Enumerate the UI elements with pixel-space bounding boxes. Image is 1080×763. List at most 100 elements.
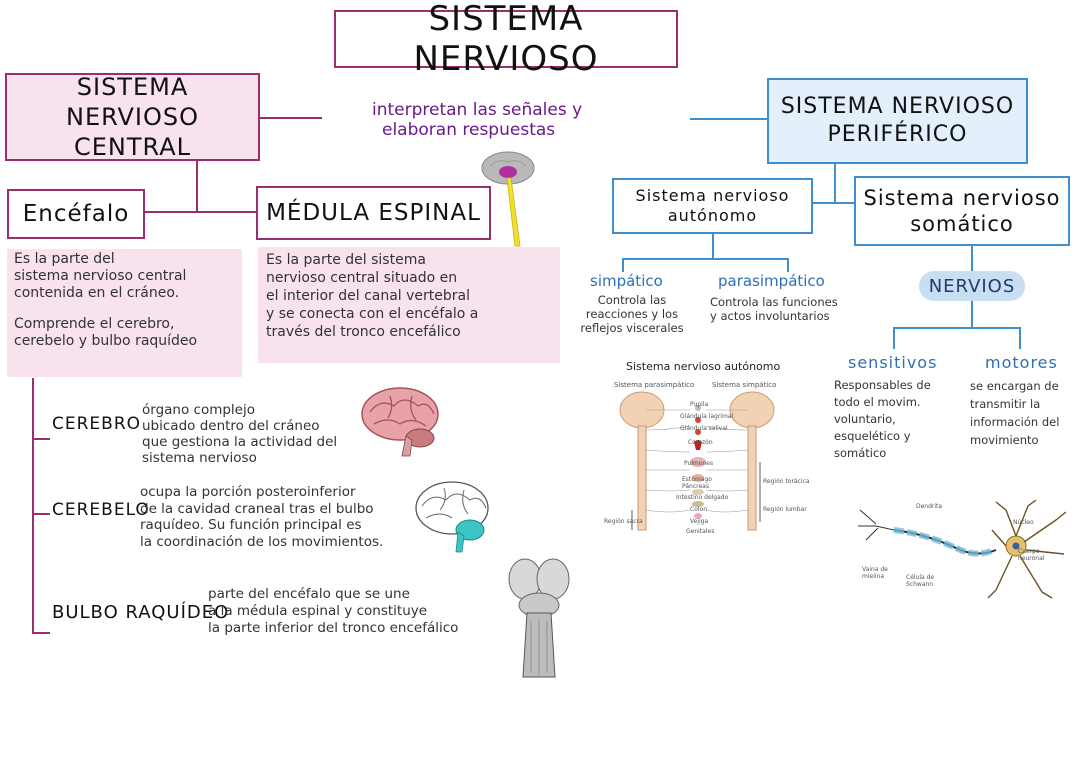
organ-label: Pulmones [684, 460, 714, 467]
peripheral-title-line2: PERIFÉRICO [827, 122, 968, 147]
line-som-down [971, 246, 973, 271]
simpatico-desc-line: Controla las [597, 293, 667, 307]
line-aut-right [787, 258, 789, 272]
bulbo-label: BULBO RAQUÍDEO [52, 602, 230, 623]
cerebro-desc: órgano complejo ubicado dentro del cráne… [142, 402, 337, 466]
parasimpatico-desc: Controla las funciones y actos involunta… [710, 295, 838, 323]
neuron-vaina-label: Vaina de mielina [862, 566, 888, 580]
somatico-label-line1: Sistema nervioso [863, 186, 1061, 210]
medula-desc-line: el interior del canal vertebral [266, 288, 471, 304]
line-nervios-branch [893, 327, 1021, 329]
encefalo-desc-line: contenida en el cráneo. [14, 285, 180, 301]
organ-label: Pupila [690, 401, 709, 408]
medula-desc-line: Es la parte del sistema [266, 252, 426, 268]
bulbo-desc-line: a la médula espinal y constituye [208, 603, 428, 619]
line-nervios-left [893, 327, 895, 349]
parasimpatico-desc-line: Controla las funciones [710, 295, 838, 309]
cerebelo-desc-line: de la cavidad craneal tras el bulbo [140, 500, 374, 517]
line-peripheral-down [834, 164, 836, 202]
autonomo-box: Sistema nervioso autónomo [612, 178, 813, 234]
organ-label: Genitales [686, 528, 715, 535]
organ-label: Glándula lagrimal [680, 413, 734, 420]
sensitivos-desc-line: Responsables de [834, 378, 931, 392]
nervios-pill: NERVIOS [919, 271, 1025, 301]
cerebro-desc-line: que gestiona la actividad del [142, 434, 338, 450]
autonomic-diagram [619, 391, 775, 531]
line-to-cerebelo [32, 513, 50, 515]
central-nervous-system-box: SISTEMA NERVIOSO CENTRAL [5, 73, 260, 161]
organ-label: Intestino delgado [676, 494, 729, 501]
medula-desc-line: y se conecta con el encéfalo a [266, 306, 479, 322]
organ-label: Glándula salival [680, 425, 728, 432]
encefalo-desc2-line: Comprende el cerebro, [14, 316, 175, 332]
line-aut-left [622, 258, 624, 272]
line-to-bulbo [32, 632, 50, 634]
organ-label: Estómago Páncreas [682, 476, 712, 490]
medula-desc-line: través del tronco encefálico [266, 324, 461, 340]
central-title-line2: CENTRAL [73, 133, 192, 161]
line-central-to-note [260, 117, 322, 119]
motores-desc-line: movimiento [970, 433, 1039, 447]
cerebro-desc-line: órgano complejo [142, 402, 255, 418]
motores-label: motores [985, 353, 1058, 372]
peripheral-title-line1: SISTEMA NERVIOSO [780, 94, 1015, 119]
parasimpatico-label: parasimpático [718, 272, 825, 290]
sensitivos-desc-line: esquelético y [834, 429, 911, 443]
line-enc-med [145, 211, 256, 213]
sensitivos-desc-line: voluntario, [834, 412, 896, 426]
region-sacra-label: Región sacra [604, 518, 643, 525]
cerebro-desc-line: sistema nervioso [142, 450, 257, 466]
line-to-cerebro [32, 438, 50, 440]
sensitivos-desc: Responsables de todo el movim. voluntari… [834, 377, 931, 462]
simpatico-desc: Controla las reacciones y los reflejos v… [572, 293, 692, 335]
motores-desc: se encargan de transmitir la información… [970, 377, 1059, 449]
line-aut-som [813, 202, 854, 204]
cerebro-desc-line: ubicado dentro del cráneo [142, 418, 320, 434]
peripheral-nervous-system-box: SISTEMA NERVIOSO PERIFÉRICO [767, 78, 1028, 164]
parasimpatico-desc-line: y actos involuntarios [710, 309, 830, 323]
medula-desc: Es la parte del sistema nervioso central… [266, 251, 478, 341]
line-aut-branch [622, 258, 789, 260]
central-title-line1: SISTEMA NERVIOSO [66, 73, 199, 131]
autonomo-label-line1: Sistema nervioso [635, 186, 790, 205]
neuron-dendrita-label: Dendrita [916, 503, 943, 510]
autonomic-left-label: Sistema parasimpático [614, 381, 695, 389]
page-title: SISTEMA NERVIOSO [334, 0, 678, 79]
neuron-illustration [858, 500, 1067, 599]
cerebelo-desc: ocupa la porción posteroinferior de la c… [140, 484, 383, 550]
cerebro-brain-icon [361, 387, 439, 457]
sensitivos-desc-line: todo el movim. [834, 395, 921, 409]
brainstem-icon [508, 558, 570, 678]
neuron-cuerpo-label: Cuerpo neuronal [1018, 548, 1045, 562]
region-toracica-label: Región torácica [763, 478, 810, 485]
somatico-box: Sistema nervioso somático [854, 176, 1070, 246]
medula-desc-line: nervioso central situado en [266, 270, 458, 286]
line-nervios-right [1019, 327, 1021, 349]
organ-label: Corazón [688, 439, 713, 446]
autonomic-right-label: Sistema simpático [712, 381, 777, 389]
encefalo-desc-line: sistema nervioso central [14, 268, 187, 284]
line-nervios-down [971, 301, 973, 327]
cerebelo-label: CEREBELO [52, 500, 150, 520]
medula-espinal-box: MÉDULA ESPINAL [256, 186, 491, 240]
neuron-nucleo-label: Núcleo [1013, 519, 1034, 526]
cerebelo-desc-line: raquídeo. Su función principal es [140, 517, 362, 533]
line-aut-down [712, 234, 714, 258]
autonomo-label-line2: autónomo [667, 206, 758, 225]
region-lumbar-label: Región lumbar [763, 506, 807, 513]
simpatico-label: simpático [590, 272, 663, 290]
encefalo-desc2-line: cerebelo y bulbo raquídeo [14, 333, 198, 349]
brain-spine-icon [481, 151, 535, 247]
neuron-celula-label: Célula de Schwann [906, 574, 935, 588]
cerebelo-desc-line: ocupa la porción posteroinferior [140, 484, 356, 500]
bulbo-desc-line: parte del encéfalo que se une [208, 586, 410, 602]
organ-label: Colon [690, 506, 708, 513]
line-parts-trunk [32, 378, 34, 634]
encefalo-box: Encéfalo [7, 189, 145, 239]
somatico-label-line2: somático [910, 212, 1014, 236]
encefalo-desc: Es la parte del sistema nervioso central… [14, 251, 197, 350]
organ-label: Vejiga [690, 518, 709, 525]
medula-desc-bg [258, 247, 560, 363]
connector-note: interpretan las señales y elaboran respu… [372, 100, 582, 140]
line-note-to-peripheral [690, 118, 767, 120]
